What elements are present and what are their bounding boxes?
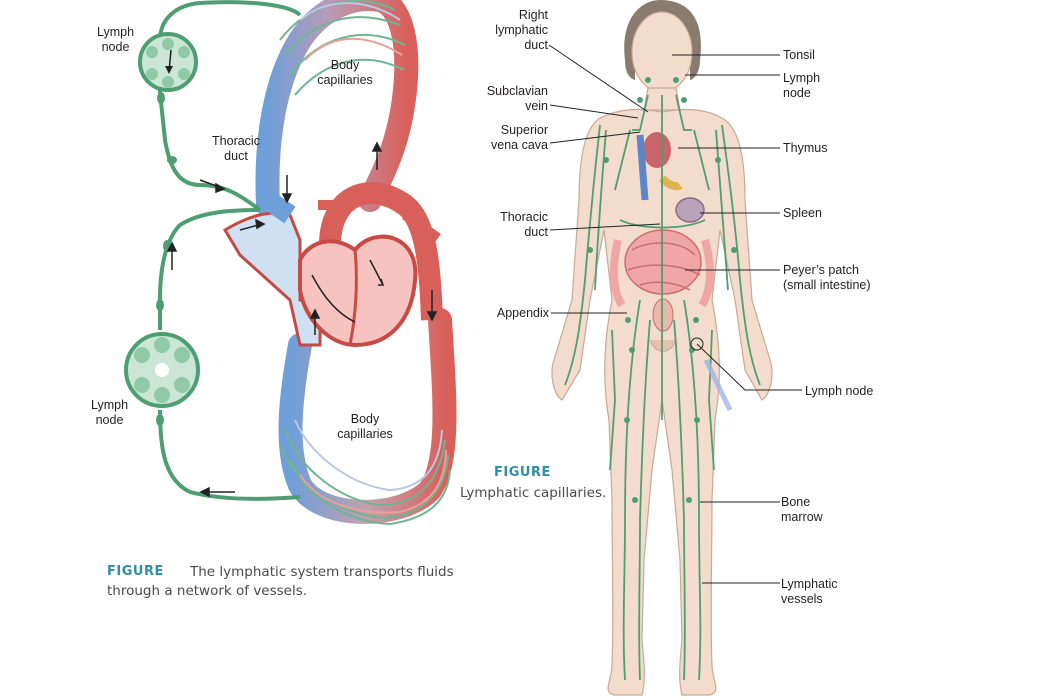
lymph-node-marker-circle — [690, 337, 704, 351]
label-subclavian-vein: Subclavian vein — [486, 84, 548, 113]
spleen-organ — [675, 197, 705, 223]
label-lymph-node-groin: Lymph node — [805, 384, 874, 398]
intestines-organ — [624, 229, 702, 295]
upper-body-capillaries — [255, 0, 419, 217]
lymph-node-dots — [587, 77, 737, 503]
lymphatic-vessels-diagram — [158, 0, 302, 501]
label-peyers-patch: Peyer’s patch (small intestine) — [783, 263, 871, 292]
leader-lines — [548, 44, 802, 584]
label-right-lymphatic-duct: Right lymphatic duct — [495, 8, 548, 52]
flow-arrows — [239, 141, 438, 335]
organs — [609, 132, 714, 352]
label-lymph-node-top: Lymph node — [96, 25, 135, 54]
capillary-highlight — [703, 358, 733, 412]
label-thymus: Thymus — [783, 141, 828, 155]
label-thoracic-duct-diagram: Thoracic duct — [212, 134, 260, 163]
lymph-node-top-graphic — [138, 32, 198, 92]
label-appendix: Appendix — [496, 306, 549, 320]
lymph-node-bottom-graphic — [124, 332, 200, 408]
caption-circulation-line2: through a network of vessels. — [107, 583, 308, 599]
label-bone-marrow: Bone marrow — [781, 495, 823, 524]
heart — [298, 234, 418, 348]
lymph-flow-arrows — [166, 179, 235, 498]
caption-circulation-line1: The lymphatic system transports fluids — [190, 564, 454, 580]
label-thoracic-duct: Thoracic duct — [500, 210, 548, 239]
label-superior-vena-cava: Superior vena cava — [491, 123, 548, 152]
lower-body-capillaries — [278, 308, 457, 526]
label-lymph-node-bottom: Lymph node — [90, 398, 129, 427]
label-lymph-node-neck: Lymph node — [783, 71, 821, 100]
heart-organ — [643, 132, 671, 168]
figure-tag-anatomy: FIGURE — [494, 465, 551, 480]
vena-cava-organ — [636, 134, 649, 201]
label-body-capillaries-bottom: Body capillaries — [337, 412, 393, 441]
caption-anatomy: Lymphatic capillaries. — [460, 485, 607, 501]
label-body-capillaries-top: Body capillaries — [317, 58, 373, 87]
label-tonsil: Tonsil — [783, 48, 815, 62]
label-spleen: Spleen — [783, 206, 822, 220]
figure-tag-circulation: FIGURE — [107, 564, 164, 579]
vena-cava — [222, 191, 322, 347]
label-lymphatic-vessels: Lymphatic vessels — [781, 577, 838, 606]
aorta — [318, 182, 443, 321]
